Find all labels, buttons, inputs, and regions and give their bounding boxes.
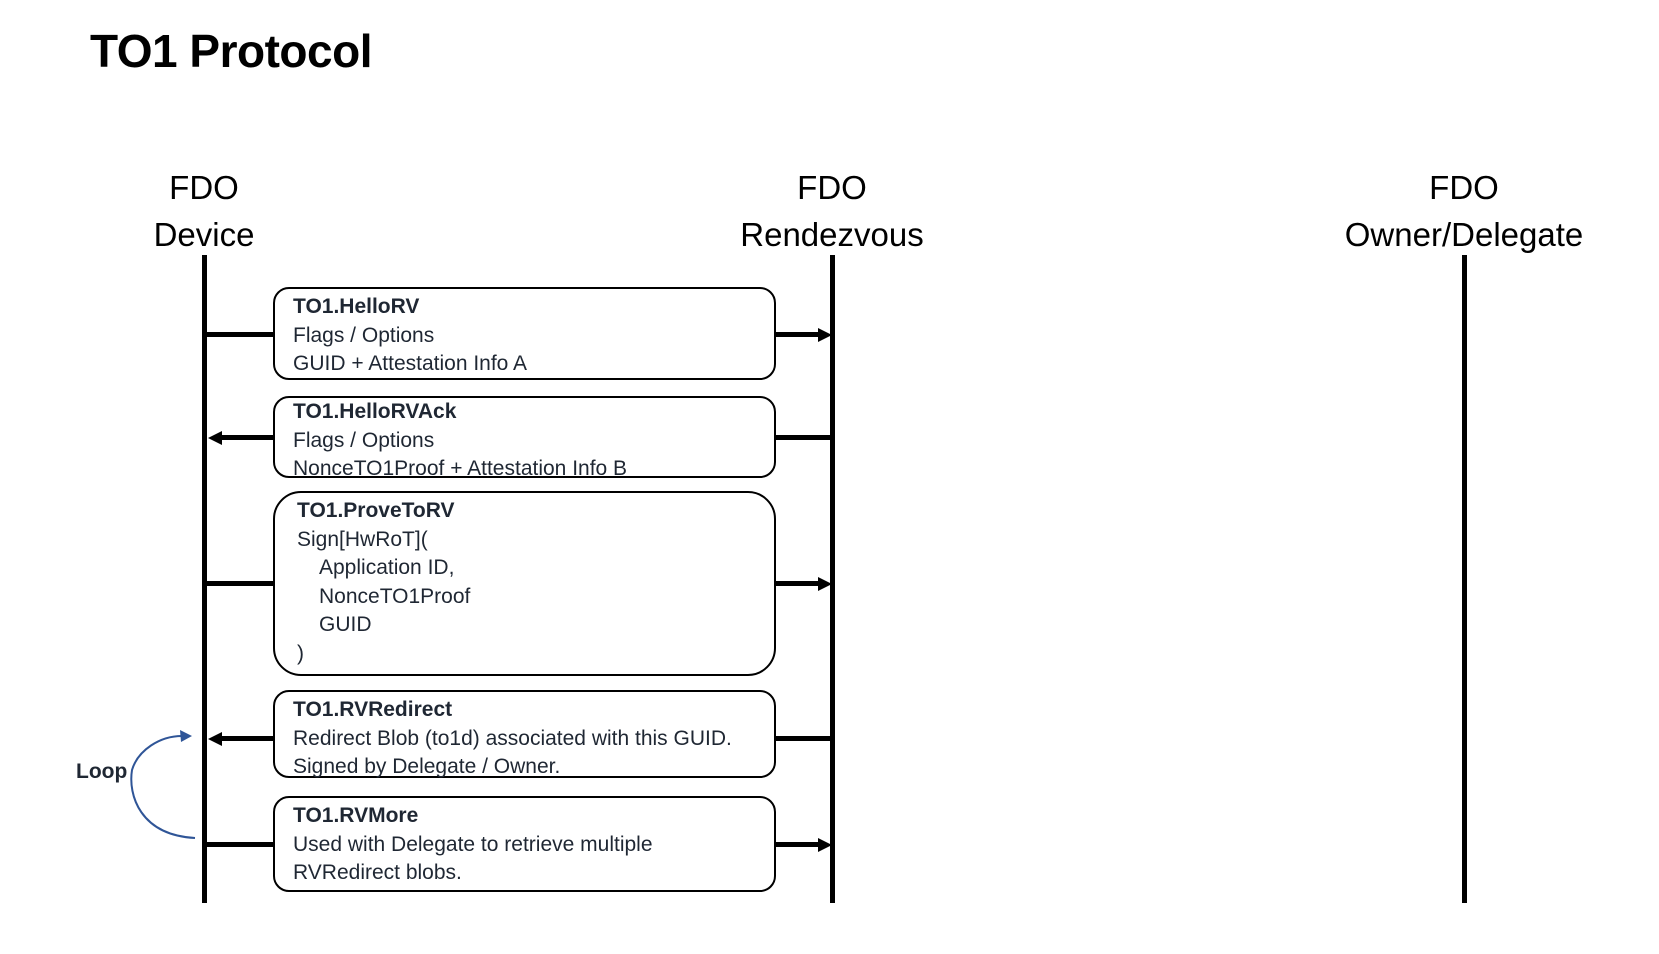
message-box-rvredirect: TO1.RVRedirect Redirect Blob (to1d) asso…: [273, 690, 776, 778]
message-name: TO1.ProveToRV: [297, 499, 455, 522]
message-name: TO1.RVMore: [293, 804, 419, 827]
actor-rendezvous-line2: Rendezvous: [740, 216, 924, 253]
message-connector: [204, 842, 274, 847]
message-box-hellorvack: TO1.HelloRVAck Flags / Options NonceTO1P…: [273, 396, 776, 480]
actor-device-line2: Device: [153, 216, 255, 253]
message-box-hellorv: TO1.HelloRV Flags / Options GUID + Attes…: [273, 287, 776, 380]
actor-owner-line2: Owner/Delegate: [1344, 216, 1584, 253]
message-name: TO1.HelloRV: [293, 295, 420, 318]
message-line: Sign[HwRoT](: [297, 527, 428, 551]
actor-owner-delegate: FDO Owner/Delegate: [1284, 164, 1644, 258]
message-line: GUID + Attestation Info A: [293, 352, 528, 375]
lifeline-owner-delegate: [1462, 255, 1467, 903]
message-connector: [222, 736, 274, 741]
message-line: Flags / Options: [293, 428, 435, 452]
message-connector: [776, 842, 818, 847]
message-line: Flags / Options: [293, 323, 435, 347]
arrow-right-icon: [818, 838, 832, 852]
actor-rendezvous-line1: FDO: [797, 169, 867, 206]
message-connector: [204, 332, 274, 337]
actor-owner-line1: FDO: [1429, 169, 1499, 206]
arrow-left-icon: [208, 431, 222, 445]
lifeline-rendezvous: [830, 255, 835, 903]
message-connector: [776, 435, 832, 440]
message-line: RVRedirect blobs.: [293, 861, 462, 884]
lifeline-device: [202, 255, 207, 903]
actor-device-line1: FDO: [169, 169, 239, 206]
message-name: TO1.HelloRVAck: [293, 400, 457, 423]
message-line: Signed by Delegate / Owner.: [293, 755, 561, 778]
message-connector: [776, 736, 832, 741]
message-connector: [776, 332, 818, 337]
message-connector: [222, 435, 274, 440]
loop-label: Loop: [76, 760, 128, 783]
message-connector: [204, 581, 274, 586]
message-line: NonceTO1Proof: [319, 584, 471, 608]
arrow-right-icon: [818, 328, 832, 342]
loop-arrow-icon: [130, 730, 196, 839]
message-line: Application ID,: [319, 556, 455, 579]
message-line: Redirect Blob (to1d) associated with thi…: [293, 726, 732, 750]
message-connector: [776, 581, 818, 586]
message-line: ): [297, 641, 304, 665]
message-line: NonceTO1Proof + Attestation Info B: [293, 457, 628, 480]
page-title: TO1 Protocol: [90, 25, 372, 77]
message-name: TO1.RVRedirect: [293, 698, 453, 721]
message-box-rvmore: TO1.RVMore Used with Delegate to retriev…: [273, 796, 776, 892]
actor-rendezvous: FDO Rendezvous: [652, 164, 1012, 258]
message-line: Used with Delegate to retrieve multiple: [293, 832, 653, 856]
arrow-right-icon: [818, 577, 832, 591]
message-box-provetorv: TO1.ProveToRV Sign[HwRoT]( Application I…: [273, 491, 776, 676]
message-line: GUID: [319, 613, 372, 636]
actor-device: FDO Device: [24, 164, 384, 258]
arrow-left-icon: [208, 732, 222, 746]
